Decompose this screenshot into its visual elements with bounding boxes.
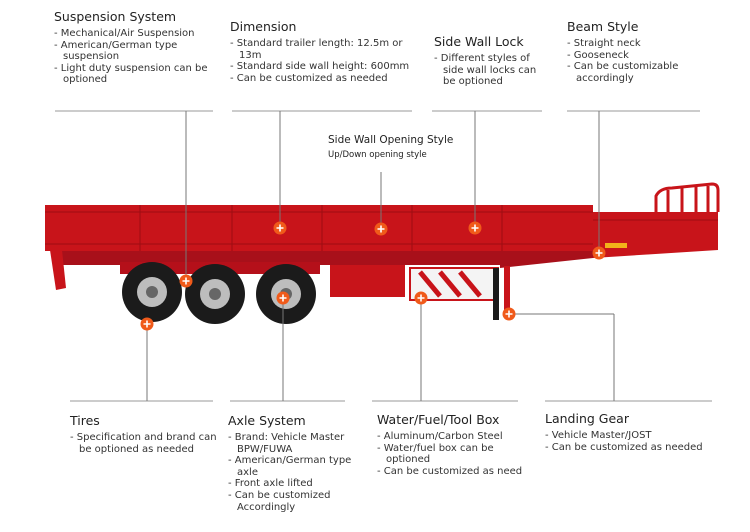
wheels <box>122 262 316 324</box>
side-wall-opening-title: Side Wall Opening Style <box>328 134 454 146</box>
list-item: American/German type axle <box>228 455 356 478</box>
callout-items: Specification and brand can be optioned … <box>70 432 225 455</box>
list-item: Can be customized as needed <box>230 73 420 85</box>
callout-landing-gear: Landing Gear Vehicle Master/JOST Can be … <box>545 411 725 453</box>
callout-items: Aluminum/Carbon Steel Water/fuel box can… <box>377 431 527 477</box>
callout-items: Standard trailer length: 12.5m or 13m St… <box>230 38 420 84</box>
callout-items: Brand: Vehicle Master BPW/FUWA American/… <box>228 432 356 513</box>
list-item: Brand: Vehicle Master BPW/FUWA <box>228 432 356 455</box>
list-item: Specification and brand can be optioned … <box>70 432 225 455</box>
list-item: Front axle lifted <box>228 478 356 490</box>
callout-tires: Tires Specification and brand can be opt… <box>70 413 225 455</box>
callout-items: Vehicle Master/JOST Can be customized as… <box>545 430 725 453</box>
list-item: Standard trailer length: 12.5m or 13m <box>230 38 420 61</box>
list-item: Can be customizable accordingly <box>567 61 697 84</box>
leader-lines <box>146 111 615 401</box>
callout-water-fuel-tool-box: Water/Fuel/Tool Box Aluminum/Carbon Stee… <box>377 412 527 477</box>
landing-gear-marker-icon <box>502 307 516 321</box>
list-item: Straight neck <box>567 38 697 50</box>
list-item: Different styles of side wall locks can … <box>434 53 544 88</box>
list-item: Can be customized Accordingly <box>228 490 356 513</box>
list-item: Can be customized as needed <box>545 442 725 454</box>
list-item: Can be customized as need <box>377 466 527 478</box>
plus-markers <box>140 221 606 331</box>
callout-side-wall-lock: Side Wall Lock Different styles of side … <box>434 34 544 88</box>
list-item: Gooseneck <box>567 50 697 62</box>
list-item: Water/fuel box can be optioned <box>377 443 527 466</box>
callout-suspension-system: Suspension System Mechanical/Air Suspens… <box>54 9 219 86</box>
callout-beam-style: Beam Style Straight neck Gooseneck Can b… <box>567 19 697 84</box>
callout-title: Beam Style <box>567 19 639 34</box>
suspension-marker-icon <box>179 274 193 288</box>
side-wall-opening-note: Up/Down opening style <box>328 150 427 160</box>
callout-title: Suspension System <box>54 9 177 24</box>
callout-title: Water/Fuel/Tool Box <box>377 412 500 427</box>
callout-title: Tires <box>70 413 100 428</box>
tires-marker-icon <box>140 317 154 331</box>
list-item: Light duty suspension can be optioned <box>54 63 219 86</box>
side-wall-opening-marker-icon <box>374 222 388 236</box>
callout-title: Landing Gear <box>545 411 629 426</box>
callout-items: Mechanical/Air Suspension American/Germa… <box>54 28 219 86</box>
list-item: Standard side wall height: 600mm <box>230 61 420 73</box>
callout-title: Axle System <box>228 413 306 428</box>
list-item: Mechanical/Air Suspension <box>54 28 219 40</box>
water-box-marker-icon <box>414 291 428 305</box>
callout-items: Straight neck Gooseneck Can be customiza… <box>567 38 697 84</box>
callout-title: Dimension <box>230 19 297 34</box>
dimension-marker-icon <box>273 221 287 235</box>
callout-dimension: Dimension Standard trailer length: 12.5m… <box>230 19 420 84</box>
side-wall-lock-marker-icon <box>468 221 482 235</box>
callout-axle-system: Axle System Brand: Vehicle Master BPW/FU… <box>228 413 356 513</box>
list-item: Aluminum/Carbon Steel <box>377 431 527 443</box>
axle-marker-icon <box>276 291 290 305</box>
beam-style-marker-icon <box>592 246 606 260</box>
callout-title: Side Wall Lock <box>434 34 524 49</box>
list-item: Vehicle Master/JOST <box>545 430 725 442</box>
list-item: American/German type suspension <box>54 40 219 63</box>
callout-items: Different styles of side wall locks can … <box>434 53 544 88</box>
